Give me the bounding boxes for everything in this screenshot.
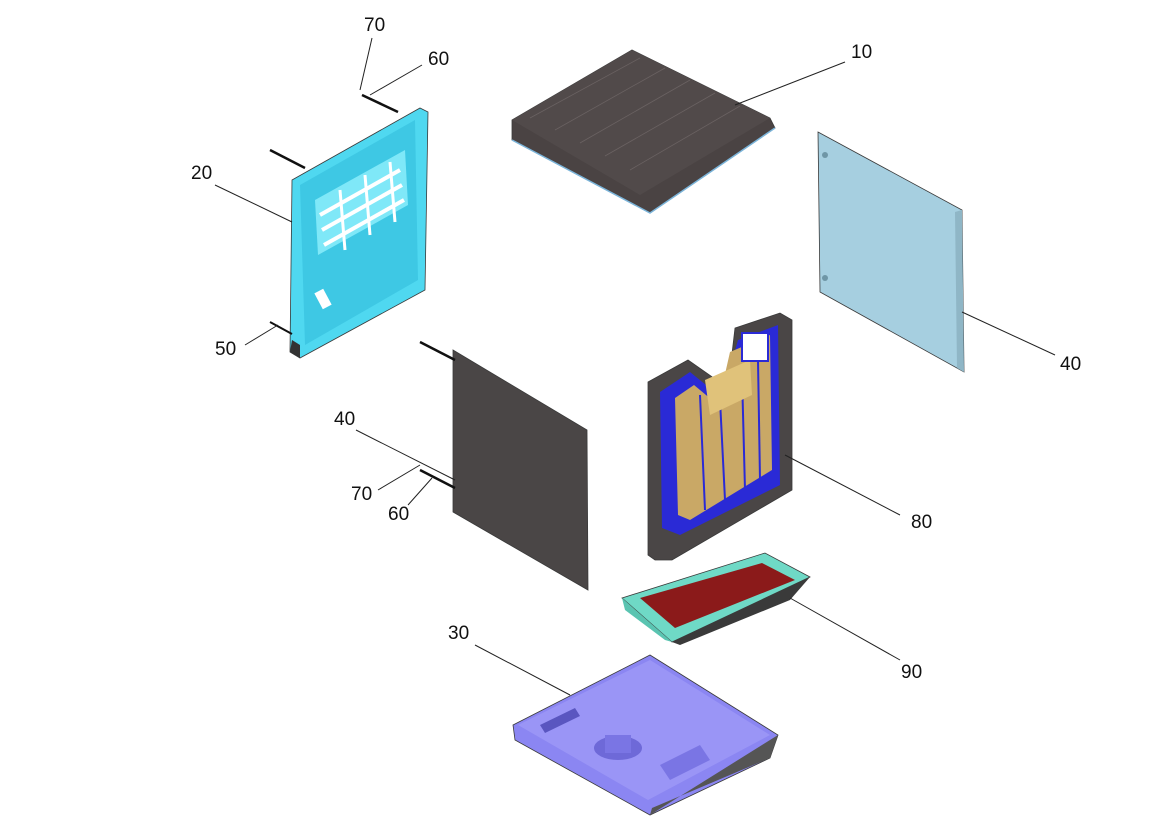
label-part-80: 80 [911,512,933,533]
fasteners [269,93,456,490]
label-part-20: 20 [191,163,213,184]
label-part-40-left: 40 [334,409,356,430]
part-40-right-side-panel [817,131,965,373]
part-80-inner-frame [647,312,793,561]
label-part-60-bottom: 60 [388,504,410,525]
label-part-30: 30 [448,623,470,644]
label-part-70-bottom: 70 [351,484,373,505]
part-10-top-cover [511,49,776,214]
part-90-tray [621,552,811,645]
label-part-50: 50 [215,339,237,360]
part-40-left-side-panel [452,349,589,591]
leader-lines [214,37,1056,696]
label-part-90: 90 [901,662,923,683]
label-part-60-top: 60 [428,49,450,70]
label-part-70-top: 70 [364,15,386,36]
label-part-10: 10 [851,42,873,63]
label-part-40-right: 40 [1060,354,1082,375]
part-20-rear-frame [289,107,429,359]
part-30-base [512,654,779,816]
